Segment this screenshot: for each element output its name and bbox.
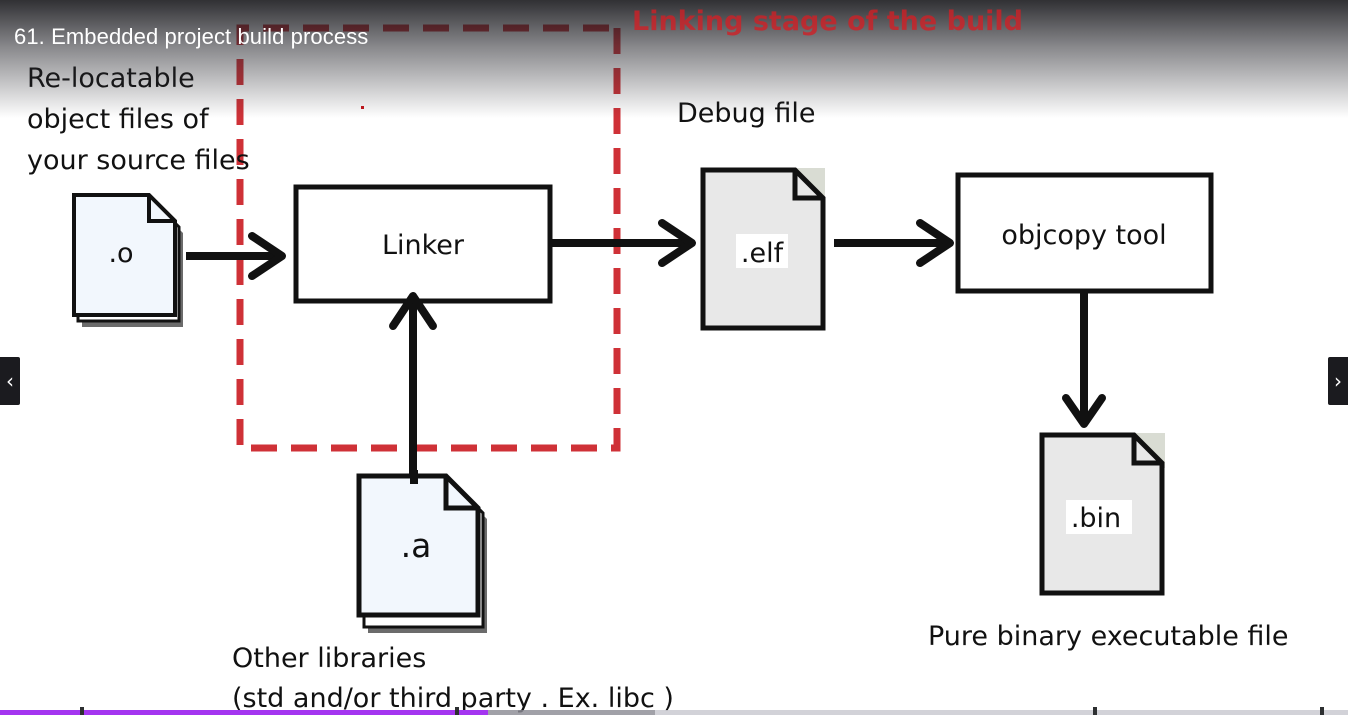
source-caption-line: your source files: [27, 145, 250, 176]
linking-stage-title: Linking stage of the build: [632, 6, 1023, 37]
debug-caption: Debug file: [677, 98, 816, 129]
chevron-right-icon: ›: [1334, 369, 1342, 393]
binary-caption: Pure binary executable file: [928, 621, 1289, 652]
arrow-archive-to-linker: [389, 292, 437, 482]
source-caption: Re-locatable object files of your source…: [27, 58, 250, 181]
chapter-marker[interactable]: [80, 707, 84, 715]
libraries-caption-line: Other libraries: [232, 643, 427, 674]
linker-label: Linker: [382, 230, 465, 261]
archive-file-icon: [356, 470, 487, 633]
source-caption-line: object files of: [27, 104, 209, 135]
bin-file-label: .bin: [1071, 503, 1121, 534]
played-progress: [0, 710, 488, 715]
libraries-caption: Other libraries (std and/or third party …: [232, 639, 674, 719]
bin-file-icon: [1039, 432, 1165, 596]
arrow-object-to-linker: [186, 232, 286, 280]
chapter-marker[interactable]: [1320, 707, 1324, 715]
chevron-left-icon: ‹: [6, 369, 14, 393]
source-caption-line: Re-locatable: [27, 63, 195, 94]
chapter-marker[interactable]: [1093, 707, 1097, 715]
chapter-marker[interactable]: [455, 707, 459, 715]
stray-mark: [361, 106, 364, 109]
arrow-elf-to-objcopy: [834, 219, 954, 267]
objcopy-label: objcopy tool: [1001, 220, 1166, 251]
linker-box: [293, 184, 553, 304]
arrow-linker-to-elf: [550, 219, 696, 267]
video-progress-bar[interactable]: [0, 707, 1348, 715]
elf-file-label: .elf: [741, 238, 785, 269]
elf-file-icon: [700, 167, 826, 331]
object-file-icon: [72, 193, 183, 327]
next-lecture-button[interactable]: ›: [1328, 357, 1348, 405]
previous-lecture-button[interactable]: ‹: [0, 357, 20, 405]
object-file-label: .o: [108, 238, 133, 269]
objcopy-box: [955, 172, 1214, 294]
libraries-caption-line: (std and/or third party . Ex. libc ): [232, 683, 674, 714]
video-title: 61. Embedded project build process: [14, 24, 369, 49]
arrow-objcopy-to-bin: [1062, 291, 1106, 428]
archive-file-label: .a: [401, 526, 432, 565]
